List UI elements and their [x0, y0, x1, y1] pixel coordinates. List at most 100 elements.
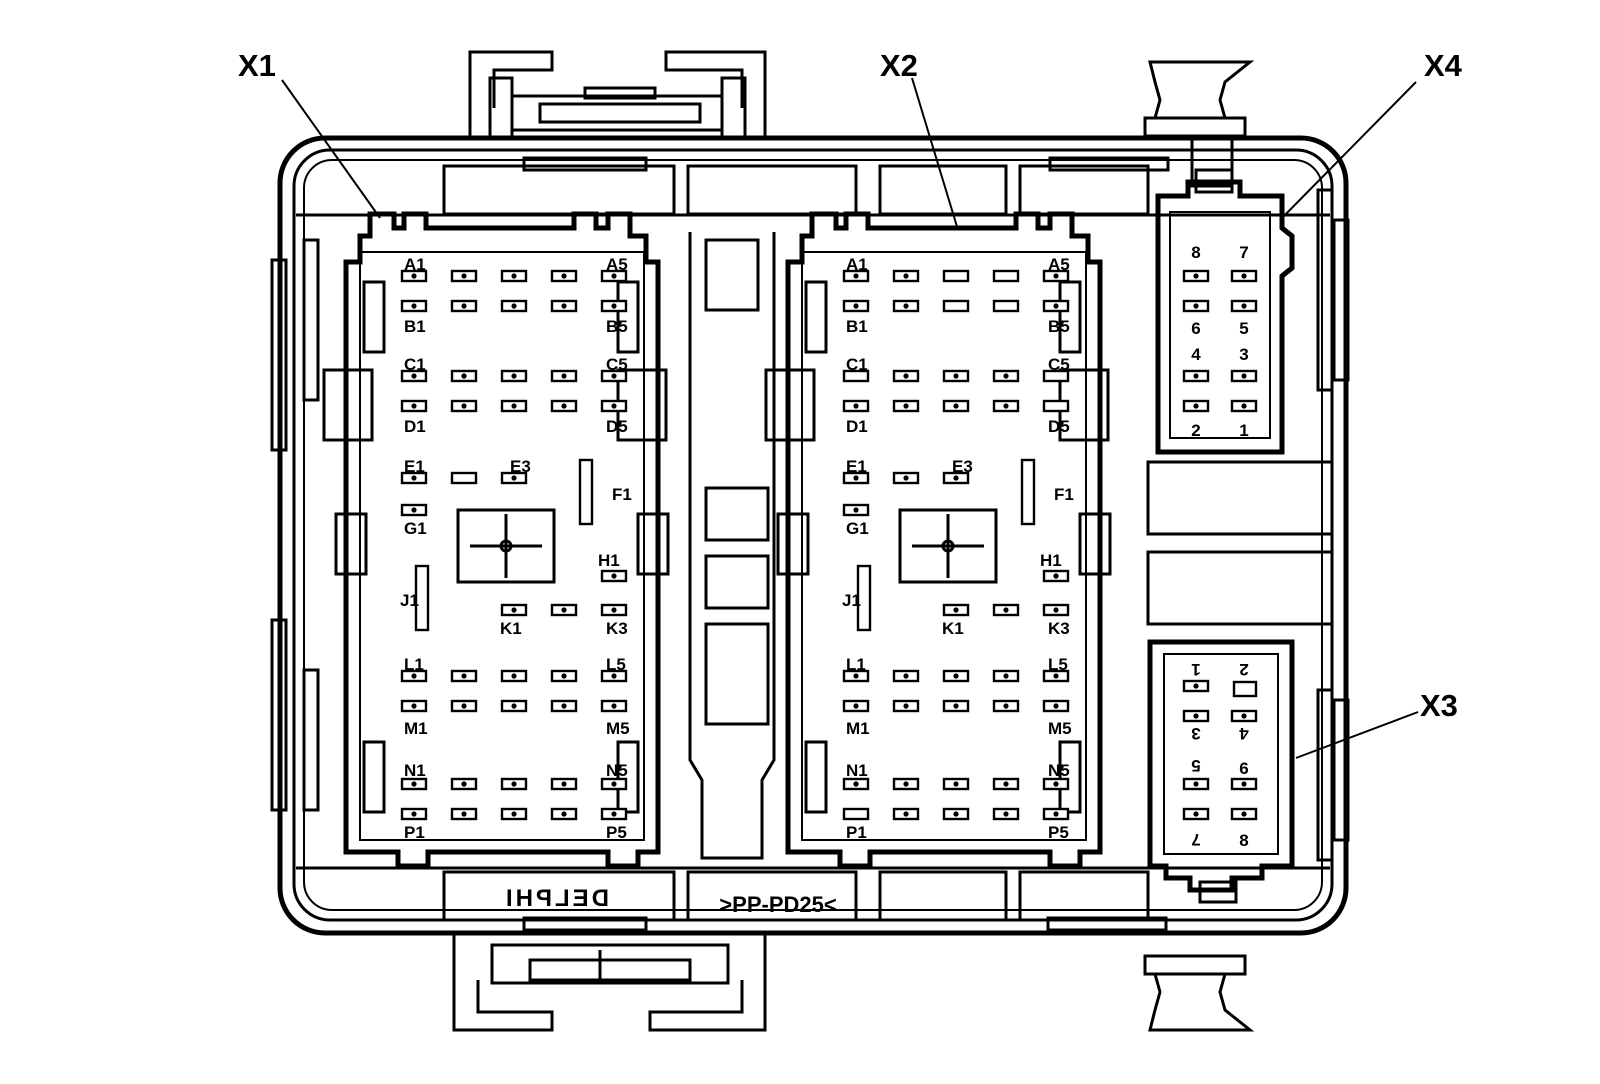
post-hole	[499, 539, 513, 553]
x1-pin-b1-contact	[411, 303, 417, 309]
x3-pin-2-contact	[1193, 713, 1199, 719]
guide-rib	[1058, 280, 1082, 354]
x1-pin-p2-contact	[461, 811, 467, 817]
x3-pin-labels: 1 2 3 4 5 6 7 8	[1191, 660, 1248, 850]
x2-cavity-d5	[1042, 399, 1070, 413]
side-tab	[1078, 512, 1112, 576]
x1-pin-l1-contact	[411, 673, 417, 679]
x1-label-e1: E1	[404, 457, 425, 476]
connector-outline	[343, 211, 661, 869]
x2-pin-l3-contact	[953, 673, 959, 679]
x1-label-d5: D5	[606, 417, 628, 436]
x2-pin-e3-contact	[953, 475, 959, 481]
x1-pin-m2-contact	[461, 703, 467, 709]
x1-pin-n4-contact	[561, 781, 567, 787]
x1-label-n5: N5	[606, 761, 628, 780]
x1-label-p1: P1	[404, 823, 425, 842]
side-tab	[322, 368, 374, 442]
x1-pin-k3-contact	[611, 607, 617, 613]
x4-label-3: 3	[1239, 345, 1248, 364]
x1-pin-n1-contact	[411, 781, 417, 787]
x1-pin-d5-contact	[611, 403, 617, 409]
x2-label-b1: B1	[846, 317, 868, 336]
x2-pin-labels: A1 A5 B1 B5 C1 C5 D1 D5 E1 E3 F1 G1 H1 J…	[842, 255, 1074, 842]
brand-marking: DELPHI	[503, 885, 609, 912]
x1-pin-c4-contact	[561, 373, 567, 379]
x1-pin-m4-contact	[561, 703, 567, 709]
x1-pin-k2-contact	[561, 607, 567, 613]
x1-pin-a5-contact	[611, 273, 617, 279]
x1-label-a5: A5	[606, 255, 628, 274]
x1-label-h1: H1	[598, 551, 620, 570]
x4-label-4: 4	[1191, 345, 1201, 364]
center-divider	[688, 232, 776, 860]
x2-label-l5: L5	[1048, 655, 1068, 674]
x2-label-c5: C5	[1048, 355, 1070, 374]
x2-label-h1: H1	[1040, 551, 1062, 570]
x2-label-m5: M5	[1048, 719, 1072, 738]
x2-label-l1: L1	[846, 655, 866, 674]
x2-pin-f1	[1020, 458, 1036, 526]
x2-cavity-a4	[992, 269, 1020, 283]
guide-rib	[362, 280, 386, 354]
x2-label-k1: K1	[942, 619, 964, 638]
x2-cavity-c5	[1042, 369, 1070, 383]
x4-pin-4-contact	[1241, 303, 1247, 309]
x4-pin-8-contact	[1241, 403, 1247, 409]
x2-pin-p5-contact	[1053, 811, 1059, 817]
x1-pin-k1-contact	[511, 607, 517, 613]
x4-label-1: 1	[1239, 421, 1248, 440]
x1-pin-p3-contact	[511, 811, 517, 817]
callout-x1: X1	[238, 48, 276, 83]
x2-pin-p2-contact	[903, 811, 909, 817]
x3-label-8: 8	[1239, 831, 1248, 850]
x4-label-6: 6	[1191, 319, 1200, 338]
side-tab	[334, 512, 368, 576]
x1-pin-n3-contact	[511, 781, 517, 787]
x2-label-c1: C1	[846, 355, 868, 374]
x1-pin-b4-contact	[561, 303, 567, 309]
bottom-right-peg	[1143, 954, 1255, 1032]
x2-label-k3: K3	[1048, 619, 1070, 638]
x2-pin-a5-contact	[1053, 273, 1059, 279]
x1-label-c5: C5	[606, 355, 628, 374]
x2-label-p1: P1	[846, 823, 867, 842]
x2-pin-b1-contact	[853, 303, 859, 309]
x2-pin-n5-contact	[1053, 781, 1059, 787]
x1-label-b5: B5	[606, 317, 628, 336]
x1-pin-d3-contact	[511, 403, 517, 409]
x1-pin-n2-contact	[461, 781, 467, 787]
x2-pin-n4-contact	[1003, 781, 1009, 787]
x1-label-p5: P5	[606, 823, 627, 842]
x1-pin-c5-contact	[611, 373, 617, 379]
x1-label-l5: L5	[606, 655, 626, 674]
x3-pin-6-contact	[1193, 811, 1199, 817]
x2-pin-m1-contact	[853, 703, 859, 709]
x2-pin-g1-contact	[853, 507, 859, 513]
x2-pin-b5-contact	[1053, 303, 1059, 309]
x2-pin-n3-contact	[953, 781, 959, 787]
x2-pin-c2-contact	[903, 373, 909, 379]
x2-cavity-a3	[942, 269, 970, 283]
x2-cavity-b3	[942, 299, 970, 313]
x1-pin-l4-contact	[561, 673, 567, 679]
x2-pin-b2-contact	[903, 303, 909, 309]
x2-label-f1: F1	[1054, 485, 1074, 504]
guide-rib	[616, 280, 640, 354]
x1-pin-a2-contact	[461, 273, 467, 279]
x4-pin-5-contact	[1193, 373, 1199, 379]
x1-label-e3: E3	[510, 457, 531, 476]
x1-pin-a3-contact	[511, 273, 517, 279]
x1-pin-m1-contact	[411, 703, 417, 709]
x1-cavity-e2	[450, 471, 478, 485]
x2-pin-c3-contact	[953, 373, 959, 379]
x3-label-5: 5	[1191, 756, 1200, 775]
x3-label-3: 3	[1191, 724, 1200, 743]
x1-pin-a4-contact	[561, 273, 567, 279]
x2-pin-k3-contact	[1053, 607, 1059, 613]
connector-outline	[785, 211, 1103, 869]
material-marking: >PP-PD25<	[719, 892, 836, 917]
x3-label-4: 4	[1239, 724, 1249, 743]
x1-pin-l5-contact	[611, 673, 617, 679]
x1-pin-l2-contact	[461, 673, 467, 679]
